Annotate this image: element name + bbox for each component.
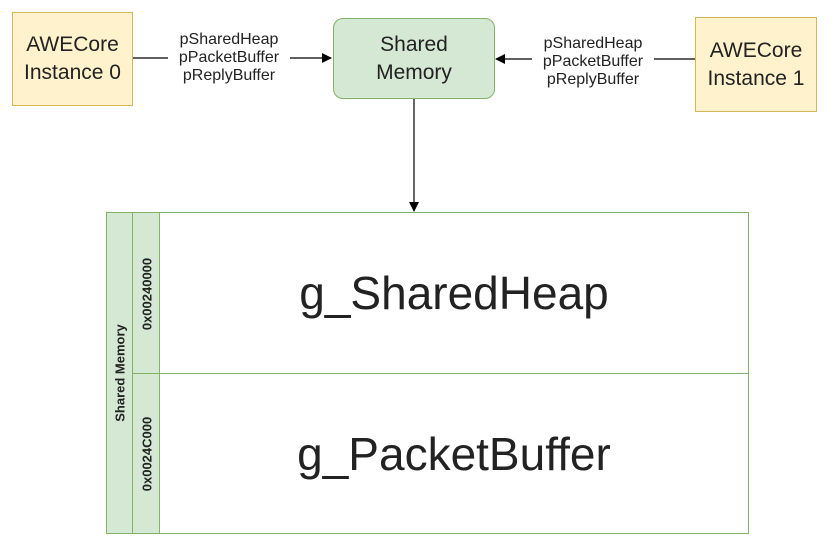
right-edge-label-shared-heap: pSharedHeap [543,35,643,52]
awecore-instance-1-box: AWECore Instance 1 [695,17,817,112]
instance-0-line2: Instance 0 [24,61,121,84]
left-edge-label-reply-buffer: pReplyBuffer [182,67,276,84]
region-0-address: 0x00240000 [139,257,155,331]
address-strip-region-1 [132,373,160,534]
shared-memory-line2: Memory [376,60,452,84]
right-edge-label-packet-buffer: pPacketBuffer [542,53,644,70]
memory-map-title: Shared Memory [112,324,128,422]
awecore-instance-0-box: AWECore Instance 0 [12,12,133,106]
left-edge-label-shared-heap: pSharedHeap [179,31,279,48]
region-packet-buffer: g_PacketBuffer [159,373,749,534]
region-shared-heap: g_SharedHeap [159,212,749,374]
shared-memory-line1: Shared [380,32,448,56]
region-1-address: 0x0024C000 [139,416,155,492]
instance-1-line1: AWECore [709,38,803,62]
left-edge-label: pSharedHeap pPacketBuffer pReplyBuffer [168,31,290,85]
left-edge-label-packet-buffer: pPacketBuffer [178,49,280,66]
instance-0-line1: AWECore [26,33,119,56]
right-edge-label: pSharedHeap pPacketBuffer pReplyBuffer [532,35,654,89]
memory-map-title-strip [106,212,133,534]
shared-memory-box: Shared Memory [333,18,495,99]
region-0-name: g_SharedHeap [299,267,609,319]
right-edge-label-reply-buffer: pReplyBuffer [546,71,640,88]
region-1-name: g_PacketBuffer [297,427,611,480]
instance-1-line2: Instance 1 [707,66,805,90]
